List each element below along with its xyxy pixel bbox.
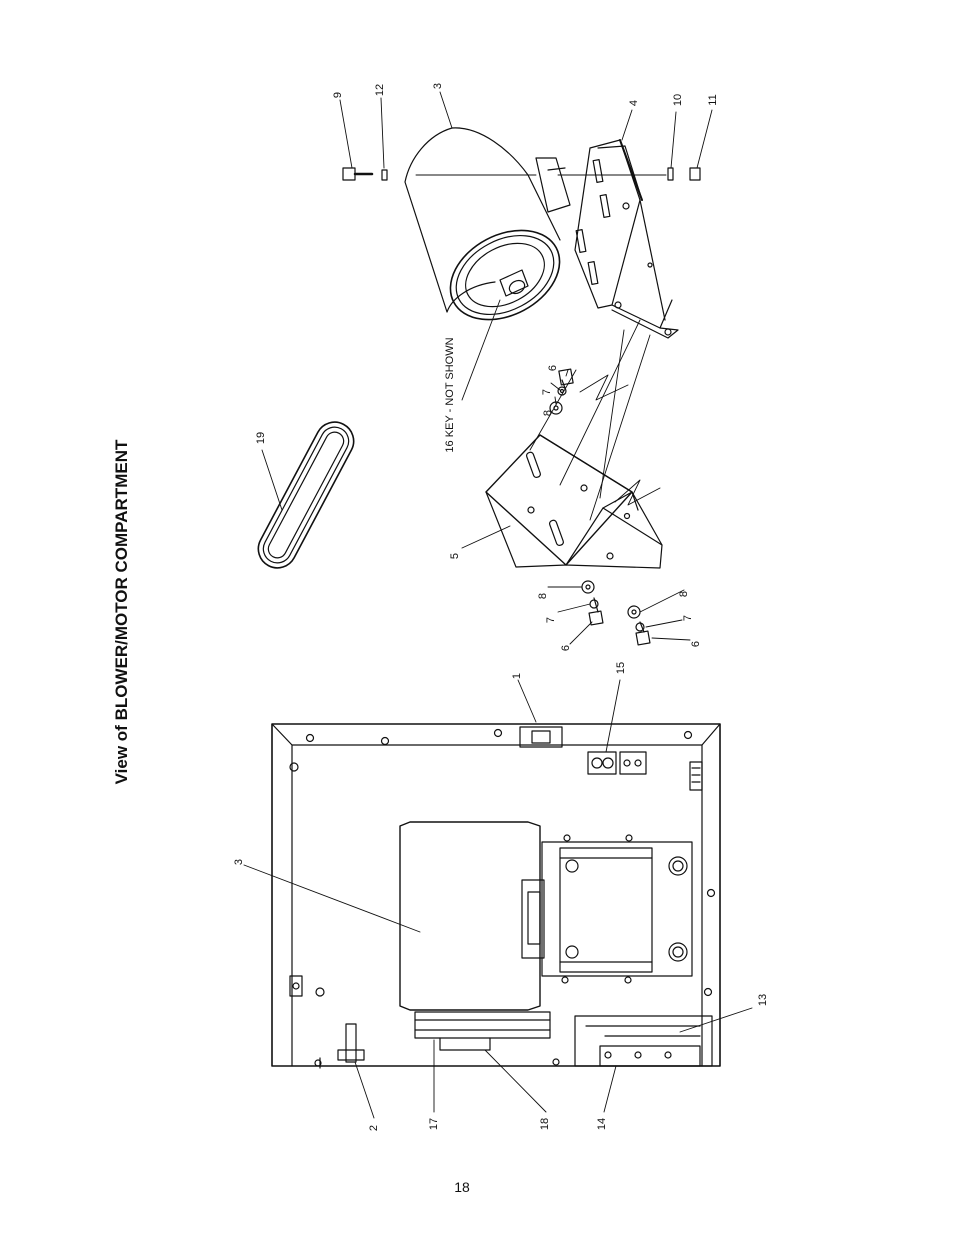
motor-base-assembled (541, 834, 693, 984)
assembly-lines (415, 174, 667, 521)
callout-14: 14 (596, 1117, 608, 1131)
callout-10: 10 (672, 93, 684, 107)
callout-7-top: 7 (541, 388, 553, 396)
callout-4: 4 (628, 99, 640, 107)
hardware-bolts-washers (342, 167, 701, 646)
page-number: 18 (454, 1179, 470, 1195)
callout-19: 19 (255, 431, 267, 445)
callout-11: 11 (707, 94, 719, 106)
callout-8-top: 8 (542, 409, 554, 417)
cabinet-frame (271, 723, 721, 1067)
callout-6-top: 6 (547, 364, 559, 372)
callout-8-lower-right: 8 (678, 590, 690, 598)
callout-8-lower-left: 8 (537, 592, 549, 600)
blower-housing-assembled (574, 1015, 713, 1067)
motor-base-plate (574, 139, 679, 339)
left-side-components (289, 975, 560, 1069)
callout-17: 17 (428, 1117, 440, 1131)
callout-6-lower-right: 6 (690, 640, 702, 648)
key-not-shown-note: 16 KEY - NOT SHOWN (444, 337, 456, 453)
motor-assembled (399, 821, 551, 1051)
motor-exploded (404, 127, 571, 321)
callout-18: 18 (539, 1117, 551, 1131)
callout-3-assembled: 3 (233, 858, 245, 866)
callout-13: 13 (757, 993, 769, 1007)
callout-15: 15 (615, 661, 627, 675)
leader-lines (243, 91, 753, 1119)
callout-9: 9 (332, 91, 344, 99)
page-title: View of BLOWER/MOTOR COMPARTMENT (112, 439, 131, 785)
callout-5: 5 (449, 552, 461, 560)
callout-7-lower-right: 7 (682, 614, 694, 622)
callout-3-exploded: 3 (432, 82, 444, 90)
callout-1: 1 (511, 672, 523, 680)
callout-2: 2 (368, 1124, 380, 1132)
callout-12: 12 (374, 83, 386, 97)
callout-6-lower-left: 6 (560, 644, 572, 652)
motor-mount-bracket (485, 434, 663, 569)
v-belt (257, 421, 355, 569)
callout-7-lower-left: 7 (545, 616, 557, 624)
